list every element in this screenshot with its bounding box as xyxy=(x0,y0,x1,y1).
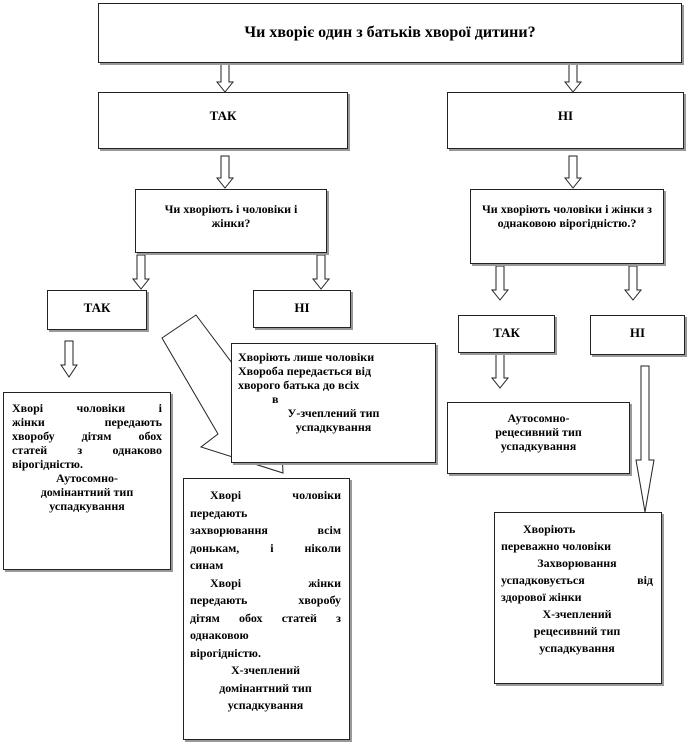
left-no-box: НІ xyxy=(253,290,351,328)
xd-line-1: Хворі чоловіки xyxy=(210,488,341,502)
xd-line-2: передають xyxy=(190,505,248,520)
ar-type-line-1: Аутосомно- xyxy=(507,411,570,425)
x-linked-dominant-box: Хворі чоловіки передають захворювання вс… xyxy=(183,478,350,740)
ad-type-line-2: домінантний тип xyxy=(40,485,134,499)
y-line-3: хворого батька до всіх xyxy=(238,378,360,392)
xd-line-5: синам xyxy=(190,558,224,572)
ad-line-5: вірогідністю. xyxy=(12,457,83,471)
xr-line-5: здорової жінки xyxy=(501,590,582,604)
xd-line-4: донькам, і ніколи xyxy=(190,540,341,555)
branch-no-label: НІ xyxy=(557,108,574,123)
arrow-no-to-question xyxy=(563,155,583,189)
ad-line-3: хворобу дітям обох xyxy=(12,429,162,443)
y-line-2: Хвороба передається від xyxy=(238,364,372,378)
y-line-4: в xyxy=(272,392,279,406)
main-question-box: Чи хворіє один з батьків хворої дитини? xyxy=(98,3,682,63)
xr-line-1: Хворіють xyxy=(523,522,576,536)
branch-yes-label: ТАК xyxy=(209,108,237,123)
arrow-right-q-to-no xyxy=(623,265,643,301)
xr-type-line-1: Х-зчеплений xyxy=(542,607,612,621)
ad-line-1: Хворі чоловіки і xyxy=(12,401,162,415)
xd-line-10: вірогідністю. xyxy=(190,645,261,660)
ad-type-line-1: Аутосомно- xyxy=(56,471,118,485)
main-question-text: Чи хворіє один з батьків хворої дитини? xyxy=(244,24,536,41)
arrow-left-yes-to-ad xyxy=(60,340,78,378)
xr-line-2: переважно чоловіки xyxy=(501,539,612,553)
left-no-label: НІ xyxy=(294,300,310,315)
arrow-right-q-to-yes xyxy=(490,265,510,301)
branch-yes-box: ТАК xyxy=(98,92,348,149)
xr-type-line-2: рецесивний тип xyxy=(533,624,621,638)
xd-line-3: захворювання всім xyxy=(190,523,341,537)
branch-no-box: НІ xyxy=(447,92,684,149)
xr-type-line-3: успадкування xyxy=(539,641,615,655)
ar-type-line-2: рецесивний тип xyxy=(495,425,582,439)
arrow-yes-to-question xyxy=(215,155,235,189)
y-type-line-2: успадкування xyxy=(295,420,372,434)
right-yes-box: ТАК xyxy=(458,315,555,353)
left-question-box: Чи хворіють і чоловіки і жінки? xyxy=(135,189,327,253)
y-line-1: Хворіють лише чоловіки xyxy=(238,350,375,364)
xd-line-7: передають хворобу xyxy=(190,593,341,607)
arrow-left-q-to-no xyxy=(311,254,331,290)
xd-type-line-1: Х-зчеплений xyxy=(230,663,301,677)
xd-type-line-2: домінантний тип xyxy=(219,680,312,695)
left-yes-box: ТАК xyxy=(47,290,147,330)
xr-line-4: успадковується від xyxy=(501,573,653,587)
autosomal-recessive-box: Аутосомно- рецесивний тип успадкування xyxy=(447,402,630,474)
autosomal-dominant-box: Хворі чоловіки і жінки передають хворобу… xyxy=(3,392,171,570)
xd-type-line-3: успадкування xyxy=(227,698,304,712)
xd-line-6: Хворі жінки xyxy=(210,575,341,590)
xr-line-3: Захворювання xyxy=(537,556,617,570)
arrow-left-q-to-yes xyxy=(131,254,151,290)
xd-line-9: однаковою xyxy=(190,628,249,642)
ad-line-4: статей з однаково xyxy=(12,443,162,457)
arrow-main-to-no xyxy=(563,61,583,93)
left-question-text: Чи хворіють і чоловіки і жінки? xyxy=(164,202,298,230)
right-question-text: Чи хворіють чоловіки і жінки з однаковою… xyxy=(482,202,652,230)
y-type-line-1: У-зчеплений тип xyxy=(287,406,380,420)
ar-type-line-3: успадкування xyxy=(500,439,577,453)
right-no-box: НІ xyxy=(590,315,685,355)
y-linked-box: Хворіють лише чоловіки Хвороба передаєть… xyxy=(231,343,436,463)
x-linked-recessive-box: Хворіють переважно чоловіки Захворювання… xyxy=(494,512,662,684)
left-yes-label: ТАК xyxy=(83,300,111,315)
right-yes-label: ТАК xyxy=(493,325,520,340)
arrow-right-no-to-xr xyxy=(635,365,655,513)
right-no-label: НІ xyxy=(629,325,646,340)
right-question-box: Чи хворіють чоловіки і жінки з однаковою… xyxy=(470,189,664,264)
arrow-right-yes-to-ar xyxy=(490,353,510,389)
ad-type-line-3: успадкування xyxy=(49,499,125,513)
arrow-main-to-yes xyxy=(215,61,235,93)
ad-line-2: жінки передають xyxy=(12,415,162,429)
xd-line-8: дітям обох статей з xyxy=(190,610,341,625)
